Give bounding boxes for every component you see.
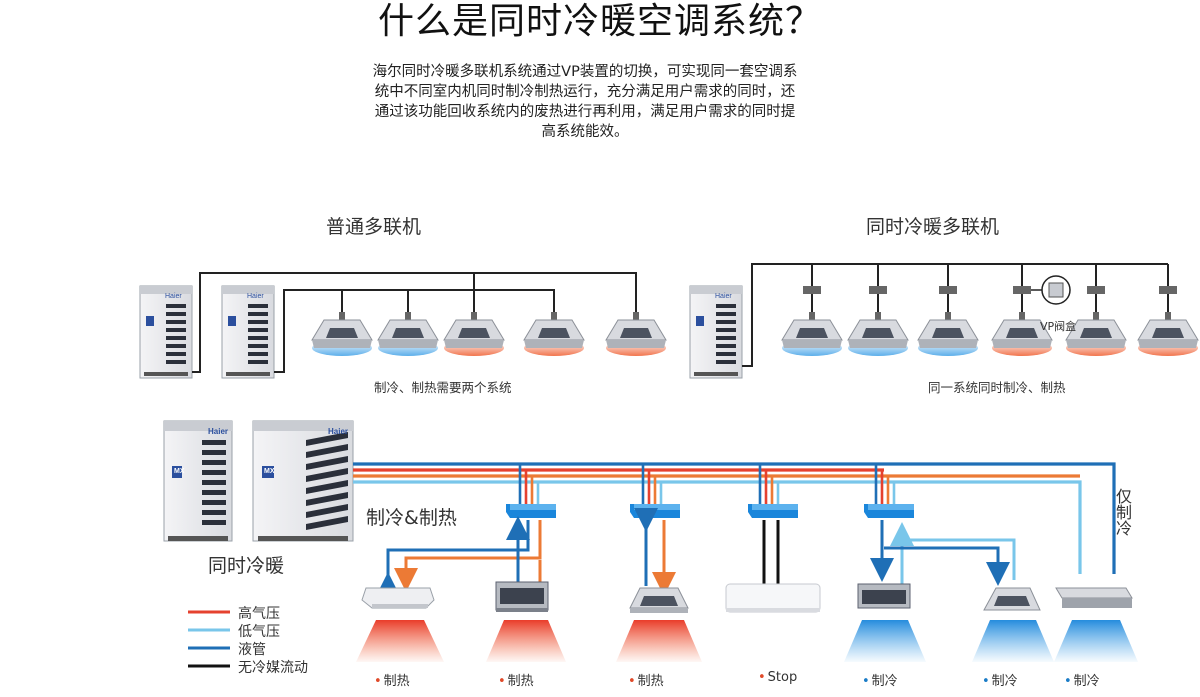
heat-recovery-caption: 同一系统同时制冷、制热 bbox=[928, 380, 1066, 395]
heat-recovery-vrf-diagram: Haier bbox=[689, 263, 1199, 379]
outdoor-label: 同时冷暖 bbox=[208, 555, 285, 577]
status-dot: • bbox=[628, 674, 636, 689]
status-dot: • bbox=[1064, 674, 1072, 689]
wall-unit-4 bbox=[725, 583, 821, 613]
big-outdoor-unit-1 bbox=[163, 420, 233, 542]
standard-vrf-caption: 制冷、制热需要两个系统 bbox=[374, 380, 512, 395]
status-dot: • bbox=[498, 674, 506, 689]
cassette-unit-3 bbox=[629, 587, 689, 613]
unit-status-6: •制冷 bbox=[982, 674, 1018, 689]
svg-text:Haier: Haier bbox=[715, 293, 732, 300]
model-mark-1: MX bbox=[174, 468, 185, 475]
duct-unit-2 bbox=[495, 581, 549, 612]
duct-unit-5 bbox=[857, 583, 911, 609]
status-dot: • bbox=[758, 670, 766, 685]
section-title-heat-recovery-vrf: 同时冷暖多联机 bbox=[866, 216, 1000, 238]
brand-mark-big-2: Haier bbox=[328, 427, 349, 436]
legend-high-pressure: 高气压 bbox=[238, 606, 280, 622]
status-dot: • bbox=[862, 674, 870, 689]
air-flows bbox=[356, 620, 1138, 662]
indoor-units bbox=[361, 581, 1133, 613]
vp-boxes bbox=[506, 504, 914, 518]
big-outdoor-unit-2 bbox=[252, 420, 354, 542]
section-title-standard-vrf: 普通多联机 bbox=[326, 216, 422, 238]
brand-mark-1: Haier bbox=[165, 293, 182, 300]
vp-box-icon bbox=[1031, 275, 1071, 305]
unit-status-3: •制热 bbox=[628, 674, 664, 689]
legend-no-flow: 无冷媒流动 bbox=[238, 660, 308, 676]
model-mark-2: MX bbox=[264, 468, 275, 475]
legend-low-pressure: 低气压 bbox=[238, 624, 280, 640]
duct-unit-7 bbox=[1055, 587, 1133, 608]
big-outdoor-units bbox=[163, 420, 354, 542]
brand-mark-big-1: Haier bbox=[208, 427, 229, 436]
unit-status-2: •制热 bbox=[498, 674, 534, 689]
unit-status-4: •Stop bbox=[758, 670, 798, 685]
branch-pipes bbox=[518, 464, 896, 508]
brand-mark-2: Haier bbox=[247, 293, 264, 300]
unit-status-7: •制冷 bbox=[1064, 674, 1100, 689]
standard-indoor-units bbox=[311, 311, 667, 356]
cool-only-label: 仅制冷 bbox=[1113, 488, 1132, 536]
status-dot: • bbox=[374, 674, 382, 689]
cassette-unit-6 bbox=[983, 587, 1041, 611]
intro-paragraph: 海尔同时冷暖多联机系统通过VP装置的切换，可实现同一套空调系统中不同室内机同时制… bbox=[372, 64, 798, 140]
ceiling-unit-1 bbox=[361, 587, 435, 609]
standard-vrf-diagram: Haier Haier bbox=[139, 272, 667, 379]
mode-label: 制冷&制热 bbox=[366, 507, 457, 529]
vp-box-label: VP阀盒 bbox=[1040, 320, 1077, 333]
legend-liquid-pipe: 液管 bbox=[238, 642, 266, 658]
unit-status-1: •制热 bbox=[374, 674, 410, 689]
legend-lines bbox=[188, 610, 230, 668]
main-pipes bbox=[353, 462, 1116, 574]
unit-status-5: •制冷 bbox=[862, 674, 898, 689]
status-dot: • bbox=[982, 674, 990, 689]
page-title: 什么是同时冷暖空调系统？ bbox=[377, 1, 822, 42]
